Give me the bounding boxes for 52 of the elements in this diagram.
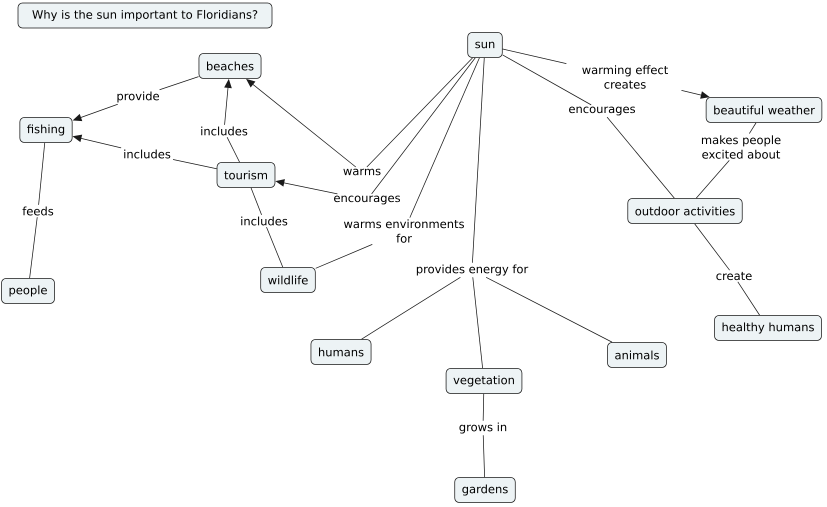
linking-phrase: provide (117, 91, 159, 103)
connector-line (482, 394, 484, 422)
concept-box: gardens (454, 477, 516, 503)
connector-line (409, 58, 480, 218)
connector-line (366, 58, 473, 168)
connector-line (266, 226, 284, 268)
connector-line (696, 160, 730, 198)
connector-line (250, 188, 262, 216)
linking-phrase: warms (343, 168, 381, 176)
concept-box: beautiful weather (706, 97, 822, 123)
connector-line (38, 142, 46, 206)
concept-box: vegetation (446, 368, 522, 394)
connector-line (748, 122, 756, 134)
connector-line (472, 58, 485, 264)
connector-line (737, 281, 760, 316)
concept-box: healthy humans (714, 315, 822, 341)
linking-phrase: encourages (334, 196, 400, 204)
concept-box: outdoor activities (627, 198, 743, 224)
connector-line (371, 58, 476, 194)
linking-phrase: includes (124, 150, 170, 158)
linking-phrase: includes (201, 126, 248, 136)
linking-phrase: encourages (569, 106, 636, 116)
connector-line (502, 54, 592, 106)
concept-box: people (1, 278, 55, 304)
concept-box: animals (607, 342, 667, 368)
linking-phrase: grows in (459, 422, 506, 434)
connector-line (29, 216, 38, 278)
linking-phrase: makes people excited about (702, 135, 780, 159)
linking-phrase: feeds (22, 206, 54, 216)
linking-phrase: provides energy for (416, 264, 528, 276)
connector-line (606, 116, 675, 198)
connector-line (694, 224, 730, 271)
connector-line (361, 276, 461, 340)
linking-phrase: create (716, 272, 752, 280)
concept-box: humans (310, 339, 372, 365)
concept-box: beaches (198, 53, 262, 79)
linking-phrase: includes (241, 216, 288, 226)
connector-line (226, 136, 240, 162)
concept-box: tourism (216, 162, 276, 188)
concept-box: sun (467, 32, 503, 58)
concept-box: fishing (19, 117, 73, 143)
connector-line (486, 276, 612, 342)
question-box: Why is the sun important to Floridians? (18, 2, 272, 28)
concept-box: wildlife (260, 267, 316, 293)
connector-line (172, 159, 218, 170)
connector-line (315, 244, 373, 269)
connector-line (502, 48, 567, 64)
connector-line (472, 276, 483, 368)
linking-phrase: warming effect creates (582, 65, 668, 89)
connector-line (482, 434, 485, 478)
linking-phrase: warms environments for (344, 219, 464, 243)
connector-line (159, 76, 199, 90)
